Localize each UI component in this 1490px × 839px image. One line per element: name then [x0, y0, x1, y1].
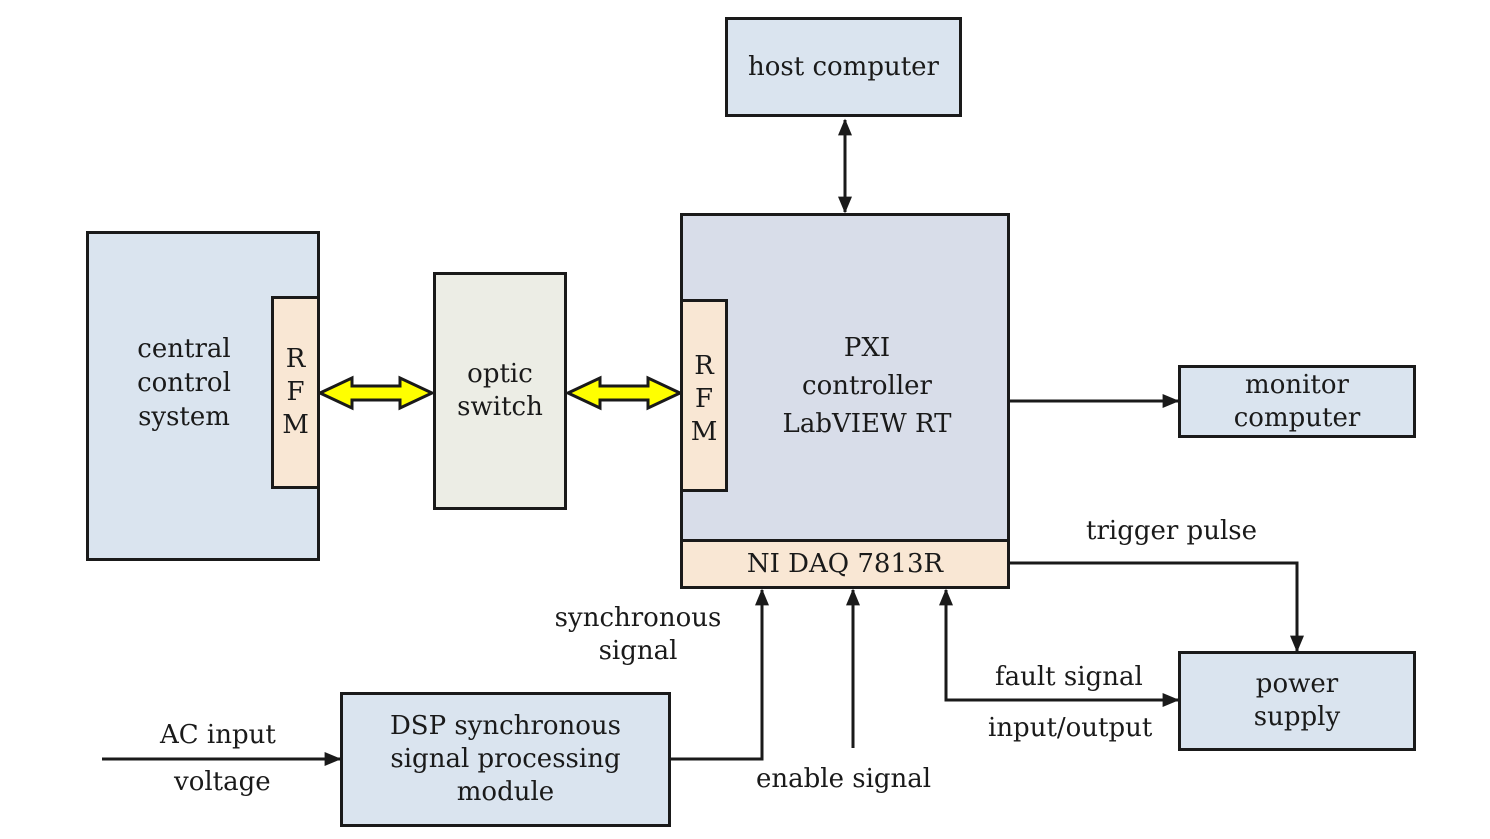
rfm-letter-r: R	[285, 344, 306, 374]
rfm-letter-m: M	[282, 410, 309, 440]
central-rfm-label: R F M	[274, 343, 317, 442]
rfm-letter-f: F	[694, 384, 714, 414]
pxi-line-3: LabVIEW RT	[782, 409, 952, 439]
pxi-controller-box: PXI controller LabVIEW RT	[680, 213, 1010, 542]
optic-line-2: switch	[457, 392, 543, 422]
host-computer-label: host computer	[748, 52, 939, 82]
host-computer-box: host computer	[725, 17, 962, 117]
synchronous-line-1: synchronous	[554, 603, 722, 633]
rfm-letter-m: M	[690, 417, 718, 447]
ni-daq-module: NI DAQ 7813R	[680, 539, 1010, 589]
ac-input-label: AC input	[160, 720, 276, 750]
power-supply-label: power supply	[1254, 668, 1340, 734]
monitor-computer-box: monitor computer	[1178, 365, 1416, 438]
rfm-optic-double-arrow	[316, 375, 436, 411]
synchronous-signal-label: synchronous signal	[552, 602, 724, 668]
central-control-system-label: central control system	[89, 332, 279, 434]
central-rfm-module: R F M	[271, 296, 320, 489]
synchronous-line-2: signal	[598, 636, 678, 666]
monitor-line-1: monitor	[1245, 369, 1349, 400]
fault-signal-arrow	[939, 588, 1180, 707]
pxi-line-2: controller	[802, 371, 932, 401]
dsp-module-box: DSP synchronous signal processing module	[340, 692, 671, 827]
optic-pxi-double-arrow	[564, 375, 684, 411]
pxi-controller-label: PXI controller LabVIEW RT	[727, 329, 1007, 443]
central-line-2: control	[137, 368, 231, 398]
trigger-pulse-label: trigger pulse	[1086, 516, 1257, 546]
optic-switch-label: optic switch	[457, 358, 543, 424]
input-output-label: input/output	[988, 713, 1153, 743]
optic-switch-box: optic switch	[433, 272, 567, 510]
optic-line-1: optic	[467, 359, 533, 389]
rfm-letter-r: R	[694, 351, 714, 381]
pxi-line-1: PXI	[843, 333, 891, 363]
dsp-module-label: DSP synchronous signal processing module	[390, 710, 621, 809]
dsp-line-1: DSP synchronous	[389, 711, 622, 741]
ni-daq-label: NI DAQ 7813R	[746, 549, 944, 579]
power-line-2: supply	[1253, 702, 1341, 732]
dsp-line-3: module	[456, 777, 555, 807]
trigger-pulse-arrow	[1010, 561, 1304, 653]
enable-signal-label: enable signal	[756, 764, 932, 794]
pxi-rfm-module: R F M	[680, 299, 728, 492]
monitor-computer-label: monitor computer	[1234, 369, 1361, 435]
synchronous-signal-arrow	[670, 588, 769, 761]
rfm-letter-f: F	[286, 377, 305, 407]
power-supply-box: power supply	[1178, 651, 1416, 751]
pxi-rfm-label: R F M	[683, 350, 725, 449]
central-line-3: system	[138, 402, 230, 432]
dsp-line-2: signal processing	[390, 744, 621, 774]
central-line-1: central	[137, 334, 231, 364]
fault-signal-label: fault signal	[995, 662, 1143, 692]
power-line-1: power	[1255, 669, 1339, 699]
monitor-line-2: computer	[1233, 402, 1361, 433]
voltage-label: voltage	[174, 767, 271, 797]
